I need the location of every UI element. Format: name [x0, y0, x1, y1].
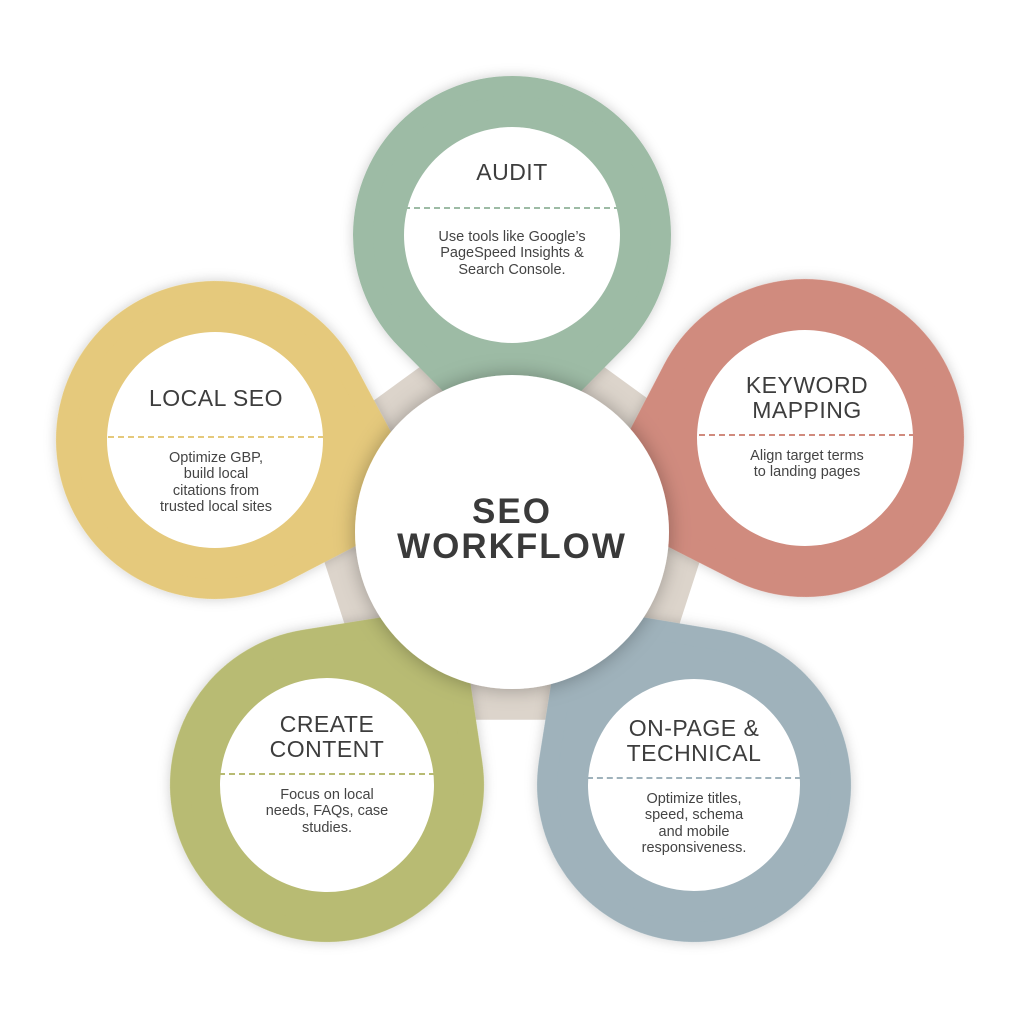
step-description: Align target terms to landing pages: [750, 448, 864, 481]
step-local-seo: LOCAL SEO Optimize GBP, build local cita…: [108, 386, 324, 515]
drop-inner-circle: [588, 679, 800, 891]
drop-on-page-technical: [537, 605, 851, 942]
center-title-line2: WORKFLOW: [397, 527, 627, 566]
step-description: Focus on local needs, FAQs, case studies…: [265, 787, 389, 836]
step-create-content: CREATE CONTENT Focus on local needs, FAQ…: [219, 712, 435, 836]
step-description: Optimize titles, speed, schema and mobil…: [641, 791, 747, 856]
step-title: LOCAL SEO: [148, 385, 284, 411]
drop-inner-circle: [404, 127, 620, 343]
step-title: KEYWORD MAPPING: [745, 372, 869, 423]
center-circle: [355, 375, 669, 689]
drop-inner-circle: [220, 678, 434, 892]
divider: [587, 777, 801, 779]
drop-inner-circle: [697, 330, 913, 546]
step-audit: AUDIT Use tools like Google’s PageSpeed …: [404, 160, 620, 278]
step-keyword-mapping: KEYWORD MAPPING Align target terms to la…: [699, 373, 915, 481]
step-title: CREATE CONTENT: [269, 711, 385, 762]
drop-inner-circle: [106, 332, 323, 548]
divider: [108, 436, 324, 438]
divider: [219, 773, 435, 775]
step-title: AUDIT: [476, 159, 548, 185]
step-on-page-technical: ON-PAGE & TECHNICAL Optimize titles, spe…: [587, 716, 801, 856]
divider: [404, 207, 620, 209]
step-description: Use tools like Google’s PageSpeed Insigh…: [438, 229, 586, 278]
drop-local-seo: [56, 281, 428, 599]
drop-keyword-mapping: [593, 279, 964, 597]
center-title: SEO WORKFLOW: [397, 494, 627, 564]
center-title-line1: SEO: [472, 492, 552, 531]
step-description: Optimize GBP, build local citations from…: [159, 450, 273, 515]
step-title: ON-PAGE & TECHNICAL: [626, 715, 762, 766]
divider: [699, 434, 915, 436]
drop-audit: [353, 76, 671, 457]
